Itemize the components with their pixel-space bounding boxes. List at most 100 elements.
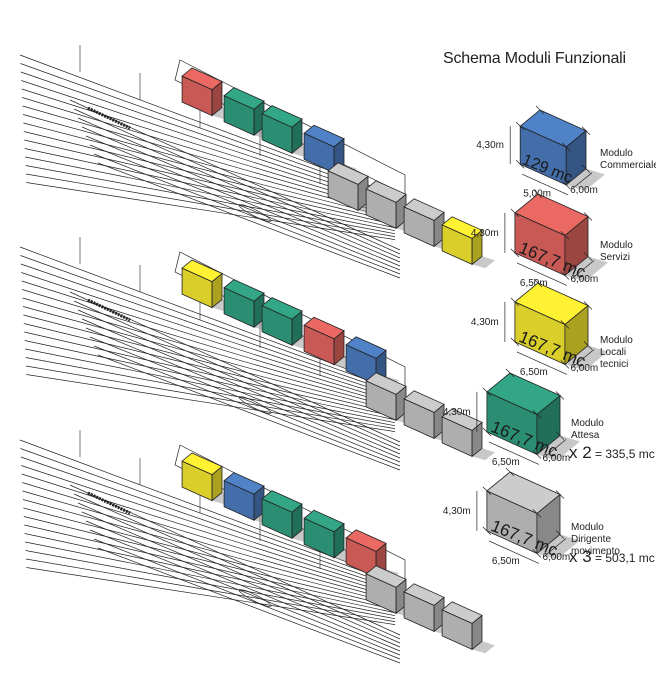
height-label: 4,30m bbox=[471, 317, 499, 328]
track-line bbox=[25, 156, 396, 232]
module-label-line1: Modulo bbox=[600, 148, 633, 159]
corner-tick bbox=[581, 164, 591, 173]
rail-line bbox=[81, 511, 401, 648]
platform-oval bbox=[238, 396, 272, 414]
module-label-line1: Modulo bbox=[600, 240, 633, 251]
module-box-attesa-top-face bbox=[261, 297, 303, 320]
module-box-dirigente-top-face bbox=[327, 162, 369, 185]
module-box-attesa-top-face bbox=[261, 490, 303, 513]
rail-line bbox=[89, 529, 401, 656]
dimension-lines bbox=[504, 189, 595, 286]
corner-tick bbox=[532, 410, 542, 419]
dimension-lines bbox=[504, 278, 595, 375]
module-label-locali-tecnici: Modulo Locali tecnici bbox=[600, 335, 656, 371]
module-label-line2: Dirigente movimento bbox=[571, 534, 620, 557]
corner-tick bbox=[560, 320, 570, 329]
width-label: 6,00m bbox=[542, 453, 570, 464]
modules-row bbox=[181, 452, 495, 654]
corner-tick bbox=[510, 337, 520, 347]
track-line bbox=[21, 465, 396, 590]
depth-dim-line bbox=[516, 262, 568, 286]
module-detail-box bbox=[514, 193, 608, 282]
track-line bbox=[23, 122, 396, 220]
track-line bbox=[26, 567, 396, 625]
module-box-dirigente-shadow bbox=[472, 641, 495, 654]
modules-row bbox=[181, 67, 495, 269]
height-label: 4,30m bbox=[471, 228, 499, 239]
width-dim-line bbox=[571, 172, 593, 190]
module-box-dirigente-top-face bbox=[403, 198, 445, 221]
track-line bbox=[21, 473, 396, 593]
module-box-attesa-top-face bbox=[223, 279, 265, 302]
module-box-dirigente-top-face bbox=[365, 180, 407, 203]
track-line bbox=[23, 516, 396, 608]
module-detail-box bbox=[519, 109, 605, 191]
width-dim-line bbox=[570, 349, 595, 369]
height-label: 4,30m bbox=[443, 407, 471, 418]
depth-dim-line bbox=[522, 173, 569, 196]
rail-line bbox=[93, 345, 401, 467]
depth-label: 6,50m bbox=[520, 278, 548, 289]
track-line bbox=[25, 541, 396, 617]
module-box-dirigente-shadow bbox=[472, 448, 495, 461]
depth-label: 5,00m bbox=[523, 189, 551, 200]
rail-line bbox=[89, 336, 401, 463]
module-box-locali_tecnici bbox=[441, 216, 495, 269]
module-box-servizi bbox=[303, 316, 357, 369]
corner-tick bbox=[482, 427, 492, 437]
platform-edge bbox=[87, 298, 131, 322]
width-label: 6,00m bbox=[570, 363, 598, 374]
track-line bbox=[22, 499, 396, 602]
track-line bbox=[22, 297, 396, 406]
width-label: 6,00m bbox=[570, 274, 598, 285]
module-box-commerciale-top-face bbox=[345, 336, 387, 359]
module-box-attesa-top-face bbox=[223, 87, 265, 110]
module-total-dirigente: x 3 = 503,1 mc bbox=[569, 547, 655, 567]
rail-line bbox=[85, 327, 401, 459]
depth-label: 6,50m bbox=[492, 556, 520, 567]
track-line bbox=[25, 173, 396, 237]
module-label-attesa: Modulo Attesa bbox=[571, 418, 604, 442]
dimension-lines bbox=[509, 105, 593, 196]
corner-tick bbox=[535, 105, 545, 115]
module-total-volume: = 335,5 mc bbox=[595, 447, 655, 461]
track-line bbox=[22, 490, 396, 599]
depth-dim-line bbox=[488, 540, 540, 564]
module-box-servizi-top-face bbox=[345, 529, 387, 552]
module-box-commerciale-top-face bbox=[303, 124, 345, 148]
depth-dim-line bbox=[516, 351, 568, 375]
corner-tick bbox=[583, 341, 593, 350]
corner-tick bbox=[555, 530, 565, 539]
corner-tick bbox=[505, 467, 515, 477]
corner-tick bbox=[510, 297, 520, 307]
site-plan-3 bbox=[19, 430, 495, 664]
module-box-locali_tecnici-shadow bbox=[472, 256, 495, 269]
rail-line bbox=[73, 493, 401, 640]
depth-label: 6,50m bbox=[520, 367, 548, 378]
track-line bbox=[25, 558, 396, 622]
module-box-dirigente-top-face bbox=[441, 408, 483, 431]
corner-tick bbox=[583, 252, 593, 261]
corner-tick bbox=[555, 490, 565, 499]
track-lines bbox=[19, 54, 401, 279]
module-box-servizi-top-face bbox=[181, 67, 223, 91]
corner-tick bbox=[532, 509, 542, 518]
width-dim-line bbox=[542, 439, 567, 459]
module-detail-box bbox=[514, 282, 608, 371]
platform-edge bbox=[87, 491, 131, 515]
track-line bbox=[23, 131, 396, 223]
page-title: Schema Moduli Funzionali bbox=[443, 50, 626, 67]
module-box-dirigente bbox=[441, 408, 495, 461]
module-box-locali_tecnici bbox=[181, 259, 235, 312]
module-box-locali_tecnici-top-face bbox=[181, 452, 223, 476]
module-box-locali_tecnici-top-face bbox=[181, 259, 223, 283]
track-line bbox=[24, 533, 396, 614]
track-line bbox=[24, 524, 396, 611]
module-label-line2: Servizi bbox=[600, 252, 631, 263]
track-line bbox=[22, 306, 396, 409]
module-box-attesa bbox=[261, 105, 315, 158]
